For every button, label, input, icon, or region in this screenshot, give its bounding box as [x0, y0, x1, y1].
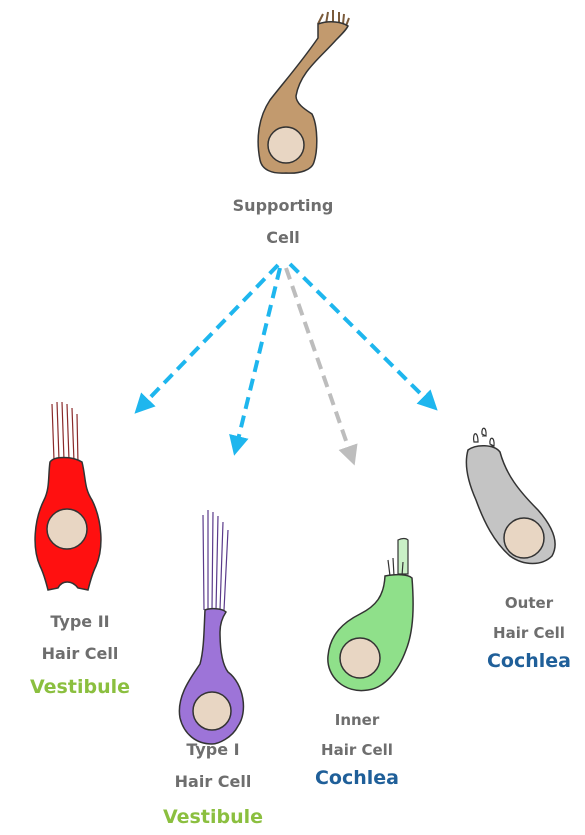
inner-hair-cell-label: Inner Hair Cell Cochlea: [315, 705, 399, 789]
type2-hair-cell: [35, 402, 101, 590]
outer-hair-cell: [466, 428, 555, 563]
supporting-cell-label-line2: Cell: [233, 222, 334, 254]
type1-hair-cell: [179, 510, 243, 744]
type1-label-line1: Type I: [163, 734, 263, 766]
type2-label-line1: Type II: [30, 606, 130, 638]
arrow-to-type2: [140, 265, 278, 408]
outer-label-line1: Outer: [487, 588, 571, 618]
arrow-to-inner: [286, 268, 352, 458]
arrow-to-outer: [290, 264, 432, 405]
inner-organ-label: Cochlea: [315, 767, 399, 789]
type2-hair-cell-label: Type II Hair Cell Vestibule: [30, 606, 130, 698]
type1-label-line2: Hair Cell: [163, 766, 263, 798]
outer-organ-label: Cochlea: [487, 650, 571, 672]
inner-label-line2: Hair Cell: [315, 735, 399, 765]
supporting-cell-label-line1: Supporting: [233, 190, 334, 222]
type1-hair-cell-label: Type I Hair Cell Vestibule: [163, 734, 263, 828]
type2-label-line2: Hair Cell: [30, 638, 130, 670]
inner-label-line1: Inner: [315, 705, 399, 735]
inner-hair-cell: [328, 539, 413, 691]
type1-organ-label: Vestibule: [163, 806, 263, 828]
arrow-to-type1: [236, 268, 280, 448]
supporting-cell: [258, 10, 349, 173]
supporting-cell-label: Supporting Cell: [233, 190, 334, 254]
outer-hair-cell-label: Outer Hair Cell Cochlea: [487, 588, 571, 672]
outer-label-line2: Hair Cell: [487, 618, 571, 648]
type2-organ-label: Vestibule: [30, 676, 130, 698]
